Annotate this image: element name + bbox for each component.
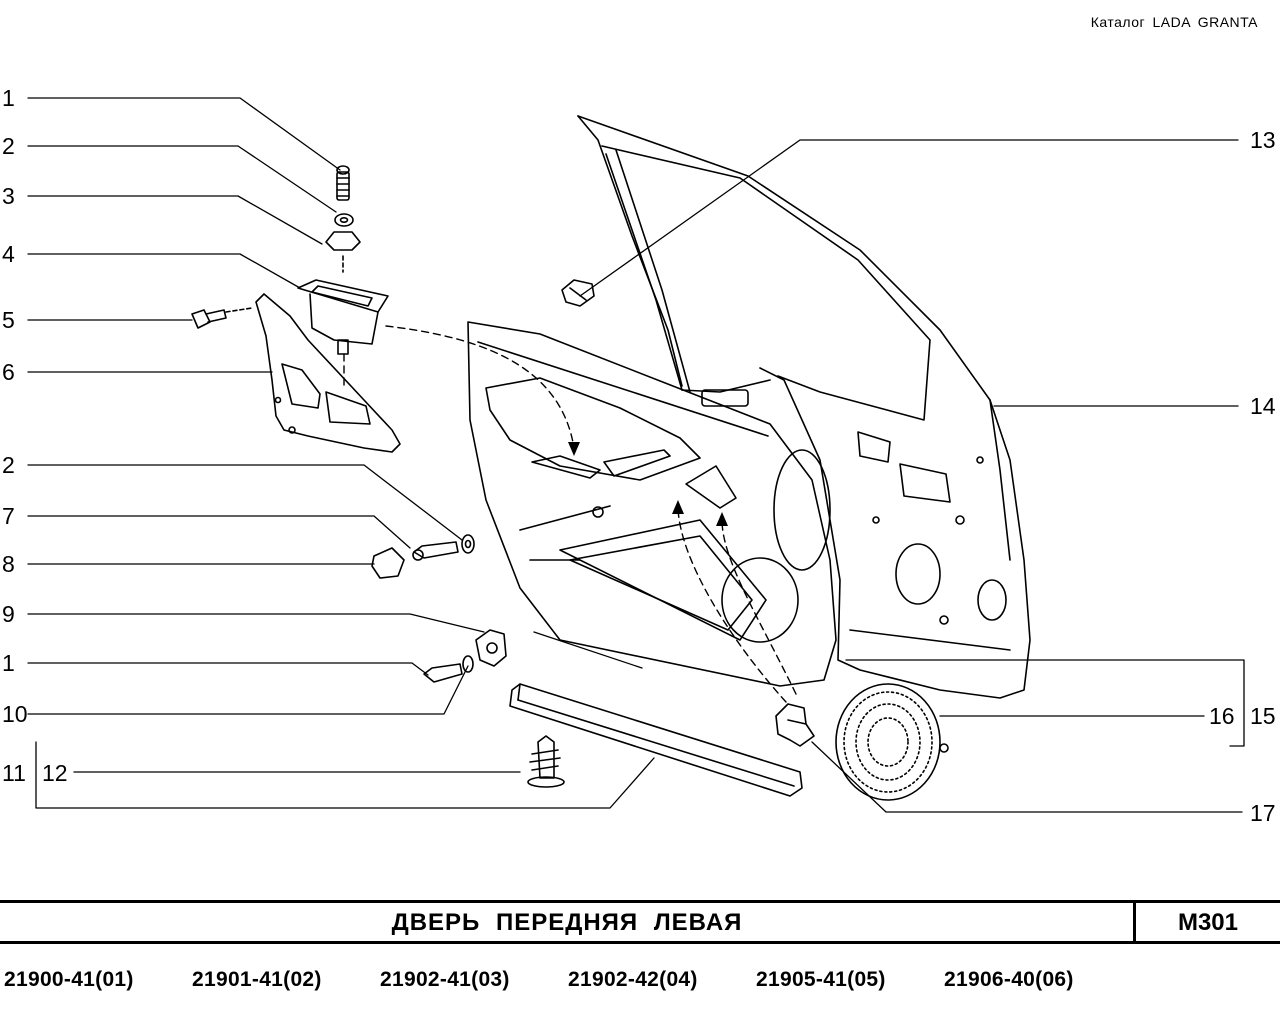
model-code: 21902-42(04) [568,968,698,991]
screw-top-icon [336,165,350,201]
callout-3: 3 [2,183,15,209]
page-title: ДВЕРЬ ПЕРЕДНЯЯ ЛЕВАЯ [391,909,743,936]
callout-5: 5 [2,307,15,333]
plug-icon [371,547,405,579]
callout-7: 7 [2,503,15,529]
hinge-bracket-icon [775,703,815,747]
screw-lower-icon [423,663,463,683]
sill-strip-icon [509,683,803,797]
model-code: 21900-41(01) [4,968,134,991]
callout-13: 13 [1250,127,1276,153]
callout-17: 17 [1250,800,1276,826]
washer-lower-icon [461,534,475,554]
bolt-icon [191,307,253,329]
callout-9: 9 [2,601,15,627]
callout-14: 14 [1250,393,1276,419]
model-code: 21902-41(03) [380,968,510,991]
cap-screw-icon [561,279,595,307]
screw-mid-icon [412,541,459,561]
parts-diagram: 1 2 3 4 5 6 2 7 8 9 1 10 11 12 13 14 16 … [2,85,1276,826]
callout-11: 11 [2,760,26,786]
callout-15: 15 [1250,703,1276,729]
callout-1b: 1 [2,650,15,676]
leader-lines [27,97,1245,813]
model-code: 21906-40(06) [944,968,1074,991]
retainer-clip-icon [475,629,507,667]
handle-cup-icon [297,279,389,355]
callout-12: 12 [42,760,68,786]
callout-6: 6 [2,359,15,385]
model-code: 21905-41(05) [756,968,886,991]
callout-10: 10 [2,701,28,727]
callout-1a: 1 [2,85,15,111]
assembly-paths [343,325,797,703]
door-frame [577,115,1031,699]
divider [1133,903,1136,941]
bracket-icon [255,293,401,453]
catalog-label: Каталог LADA GRANTA [1090,14,1258,30]
model-list: 21900-41(01) 21901-41(02) 21902-41(03) 2… [4,968,1274,1002]
clip-plate-icon [325,231,361,251]
arrow-heads [568,442,728,526]
washer-10-icon [462,655,474,673]
section-code: М301 [1177,909,1239,936]
callout-2a: 2 [2,133,15,159]
title-bar: ДВЕРЬ ПЕРЕДНЯЯ ЛЕВАЯ М301 [0,900,1280,944]
callout-4: 4 [2,241,15,267]
callout-labels: 1 2 3 4 5 6 2 7 8 9 1 10 11 12 13 14 16 … [2,85,1276,826]
washer-top-icon [334,213,354,227]
callout-2b: 2 [2,452,15,478]
model-code: 21901-41(02) [192,968,322,991]
callout-8: 8 [2,551,15,577]
push-pin-icon [527,735,565,788]
callout-16: 16 [1209,703,1235,729]
door-trim-panel [467,321,837,687]
speaker-grille-icon [835,683,949,801]
